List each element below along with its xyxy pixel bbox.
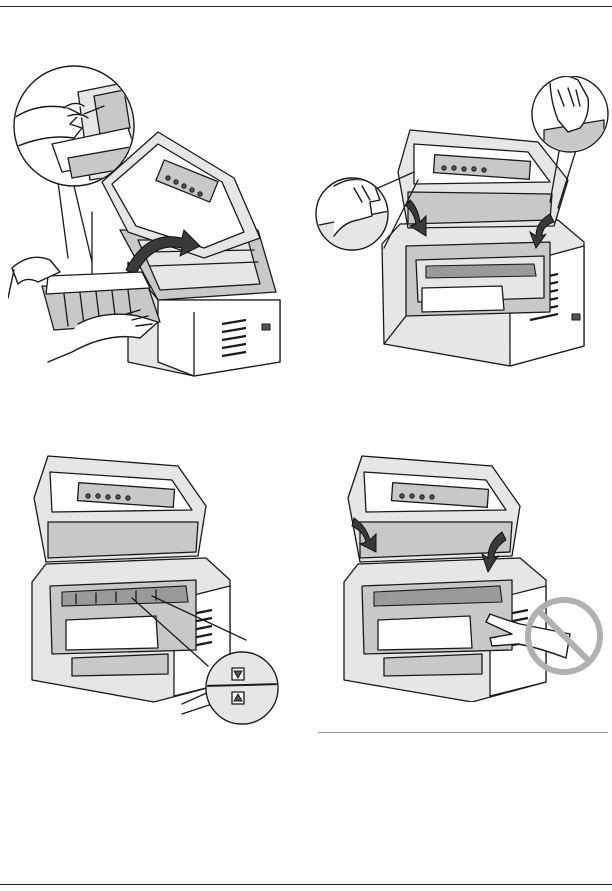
figure-alignment-marks (26, 452, 286, 732)
header-rule (0, 6, 612, 7)
figure-remove-drum-unit (8, 62, 298, 377)
figure-close-cover-do-not-touch (340, 452, 610, 702)
footer-rule (0, 884, 612, 885)
note-divider (318, 732, 608, 733)
figure-close-cover (314, 76, 609, 371)
zoom-callout-right-hand (532, 76, 608, 156)
